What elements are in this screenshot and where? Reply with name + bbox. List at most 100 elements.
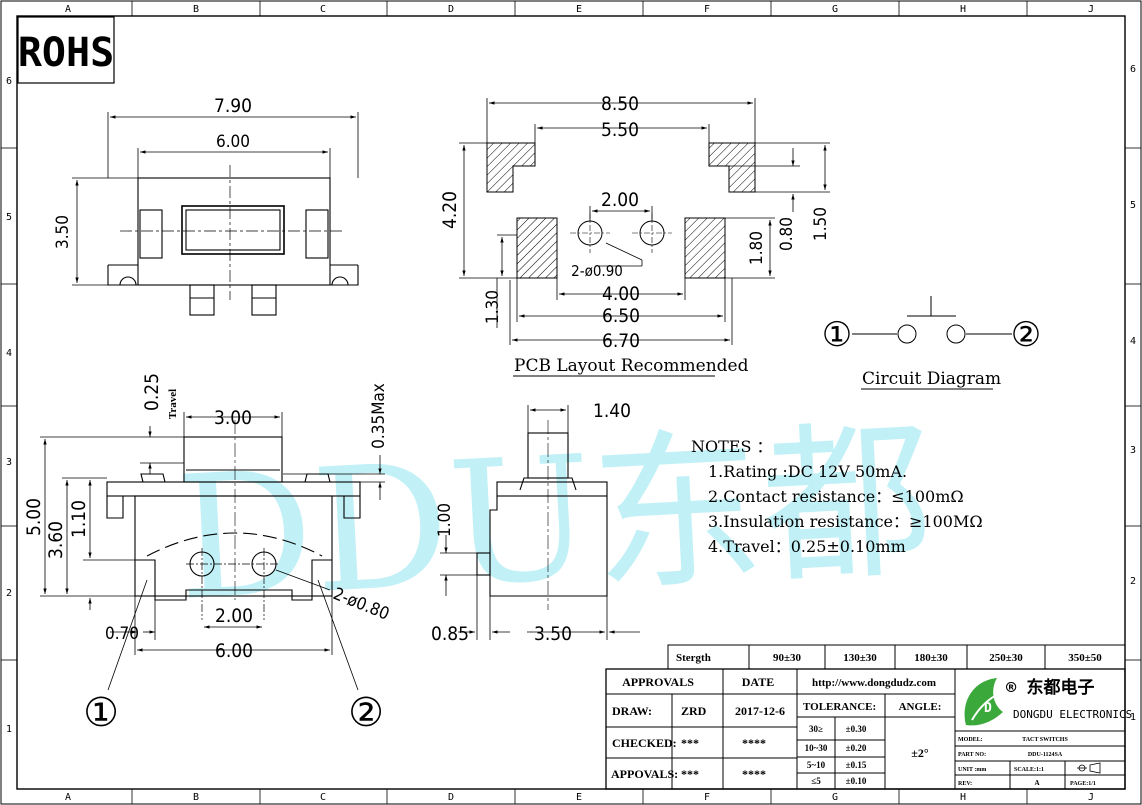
model-label: MODEL: [958, 737, 983, 743]
border-row-label: 4 [6, 348, 12, 359]
tolerance-range: 5~10 [807, 760, 826, 770]
unit-label: UNIT :mm [958, 767, 986, 773]
note-item: 3.Insulation resistance：≥100MΩ [708, 512, 983, 531]
note-item: 2.Contact resistance：≤100mΩ [708, 487, 964, 506]
border-row-label: 4 [1130, 336, 1136, 347]
company-name-cn: ® 东都电子 [1006, 677, 1094, 698]
dim-pcb-inner: 5.50 [601, 119, 639, 141]
strength-value: 130±30 [843, 652, 877, 664]
dim-080: 0.80 [777, 217, 797, 251]
border-col-label: C [320, 4, 326, 15]
tolerance-value: ±0.10 [846, 776, 867, 786]
front-pin-1: ① [83, 690, 119, 736]
dim-side-offset: 0.85 [431, 623, 469, 645]
tolerance-range: 30≥ [809, 724, 823, 734]
border-col-label: E [576, 4, 582, 15]
scale-label: SCALE:1:1 [1014, 767, 1044, 773]
angle-label: ANGLE: [899, 701, 942, 713]
dim-left-offset: 0.70 [105, 624, 139, 644]
front-view [40, 412, 385, 691]
border-row-label: 2 [1130, 576, 1136, 587]
dim-400: 4.00 [602, 283, 640, 305]
date-header: DATE [742, 675, 774, 689]
partno-value: DDU-1124SA [1028, 752, 1063, 758]
pcb-layout-title: PCB Layout Recommended [514, 356, 749, 376]
circuit-diagram [852, 296, 1012, 344]
border-col-label: C [320, 792, 326, 803]
strength-value: 350±50 [1068, 652, 1102, 664]
border-row-label: 3 [1130, 445, 1136, 456]
border-col-label: G [832, 792, 838, 803]
tolerance-value: ±0.30 [846, 724, 867, 734]
dim-max-travel: 0.35Max [369, 383, 389, 449]
strength-row [667, 644, 1126, 670]
company-logo: D [964, 678, 1003, 726]
side-view [440, 405, 640, 640]
dim-650: 6.50 [602, 305, 640, 327]
approvals-header: APPROVALS [622, 675, 694, 689]
border-row-label: 2 [6, 588, 12, 599]
circuit-diagram-title: Circuit Diagram [862, 369, 1001, 389]
checked-label: CHECKED: [612, 736, 677, 750]
dim-actuator-width: 3.00 [214, 407, 252, 429]
tolerance-range: ≤5 [811, 776, 821, 786]
border-col-label: E [576, 792, 582, 803]
dim-hole-pitch: 2.00 [601, 189, 639, 211]
border-row-label: 5 [6, 212, 12, 223]
circuit-pin-2: ② [1011, 315, 1041, 355]
dim-body-height: 3.60 [45, 521, 67, 559]
border-col-label: G [832, 4, 838, 15]
dim-pcb-height: 4.20 [439, 191, 461, 229]
dim-front-height: 5.00 [23, 498, 45, 536]
border-col-label: B [193, 792, 199, 803]
title-block [605, 668, 1126, 790]
model-value: TACT SWITCHS [1022, 737, 1068, 743]
partno-label: PART NO: [958, 752, 986, 758]
dim-lead-pitch: 2.00 [215, 605, 253, 627]
dim-150: 1.50 [811, 207, 831, 241]
dim-130: 1.30 [483, 290, 503, 324]
border-col-label: F [704, 4, 710, 15]
border-row-label: 5 [1130, 200, 1136, 211]
border-row-label: 6 [6, 76, 12, 87]
strength-value: 180±30 [914, 652, 948, 664]
company-url: http://www.dongdudz.com [812, 677, 936, 689]
dim-top-height: 3.50 [53, 215, 73, 249]
border-col-label: B [193, 4, 199, 15]
border-row-label: 1 [1130, 712, 1136, 723]
dim-travel: 0.25 [141, 373, 163, 411]
appovals-name: *** [681, 767, 699, 781]
border-col-label: A [65, 4, 71, 15]
rev-label: REV: [958, 781, 972, 787]
angle-value: ±2° [911, 746, 929, 760]
border-col-label: A [65, 792, 71, 803]
border-col-label: H [960, 4, 966, 15]
dim-inner-width: 6.00 [216, 132, 250, 152]
notes-title: NOTES ： [691, 437, 773, 456]
tolerance-label: TOLERANCE: [803, 701, 876, 713]
draw-label: DRAW: [612, 704, 652, 718]
border-row-label: 3 [6, 457, 12, 468]
tolerance-range: 10~30 [805, 743, 828, 753]
rev-value: A [1034, 779, 1039, 787]
draw-name: ZRD [681, 704, 707, 718]
border-col-label: D [448, 4, 454, 15]
projection-symbol-icon [1077, 762, 1101, 774]
border-row-label: 1 [6, 724, 12, 735]
travel-label: Travel [167, 389, 179, 419]
strength-label: Stergth [676, 652, 711, 664]
dim-670: 6.70 [602, 330, 640, 352]
rohs-label: ROHS [18, 30, 114, 76]
note-item: 1.Rating :DC 12V 50mA. [708, 462, 907, 481]
appovals-label: APPOVALS: [611, 767, 678, 781]
checked-date: **** [742, 736, 766, 750]
dim-lead-height: 1.10 [68, 500, 90, 538]
front-pin-2: ② [348, 690, 384, 736]
pcb-layout-view [459, 98, 830, 345]
strength-value: 90±30 [773, 652, 802, 664]
border-col-label: J [1088, 4, 1094, 15]
notes-block: NOTES ： 1.Rating :DC 12V 50mA. 2.Contact… [691, 437, 983, 556]
note-item: 4.Travel：0.25±0.10mm [708, 537, 906, 556]
dim-pcb-total: 8.50 [601, 93, 639, 115]
